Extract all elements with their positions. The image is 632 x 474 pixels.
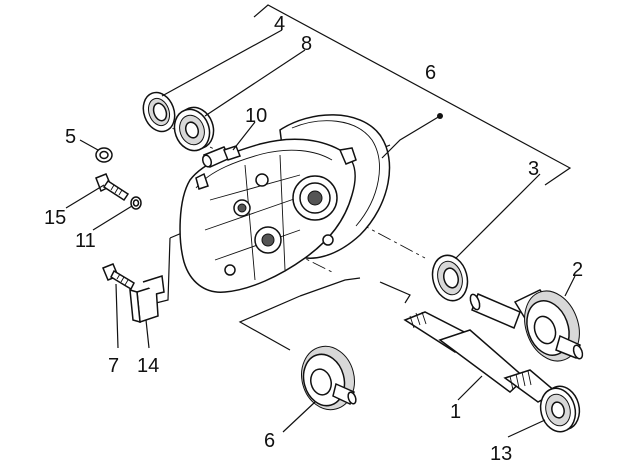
part-11-washer	[130, 196, 142, 210]
part-6-gear	[301, 345, 357, 411]
callout-6-bottom: 6	[264, 430, 275, 452]
callout-10: 10	[245, 105, 267, 127]
callout-13: 13	[490, 443, 512, 465]
part-4-seal	[142, 91, 176, 133]
leader-lines	[65, 29, 576, 438]
callout-11: 11	[75, 230, 96, 252]
part-3-seal	[431, 254, 469, 302]
callout-8: 8	[301, 33, 312, 55]
part-2-gear-shaft	[469, 289, 584, 362]
part-8-bearing	[173, 106, 215, 152]
part-6-housing	[179, 114, 391, 293]
part-14-clip	[129, 275, 165, 324]
part-15-bolt	[95, 173, 130, 202]
part-7-bolt	[102, 263, 135, 291]
part-5-washer	[95, 147, 113, 163]
callout-labels: 4 8 6 5 10 3 2 15 11 7 14 1 13 6	[44, 13, 583, 465]
callout-15: 15	[44, 207, 66, 229]
callout-14: 14	[137, 355, 159, 377]
part-10-fitting	[201, 145, 241, 168]
callout-4: 4	[274, 13, 285, 35]
part-13-bearing	[539, 385, 581, 433]
callout-3: 3	[528, 158, 539, 180]
callout-5: 5	[65, 126, 76, 148]
callout-1: 1	[450, 401, 461, 423]
callout-7: 7	[108, 355, 119, 377]
callout-2: 2	[572, 259, 583, 281]
callout-6-top: 6	[425, 62, 436, 84]
